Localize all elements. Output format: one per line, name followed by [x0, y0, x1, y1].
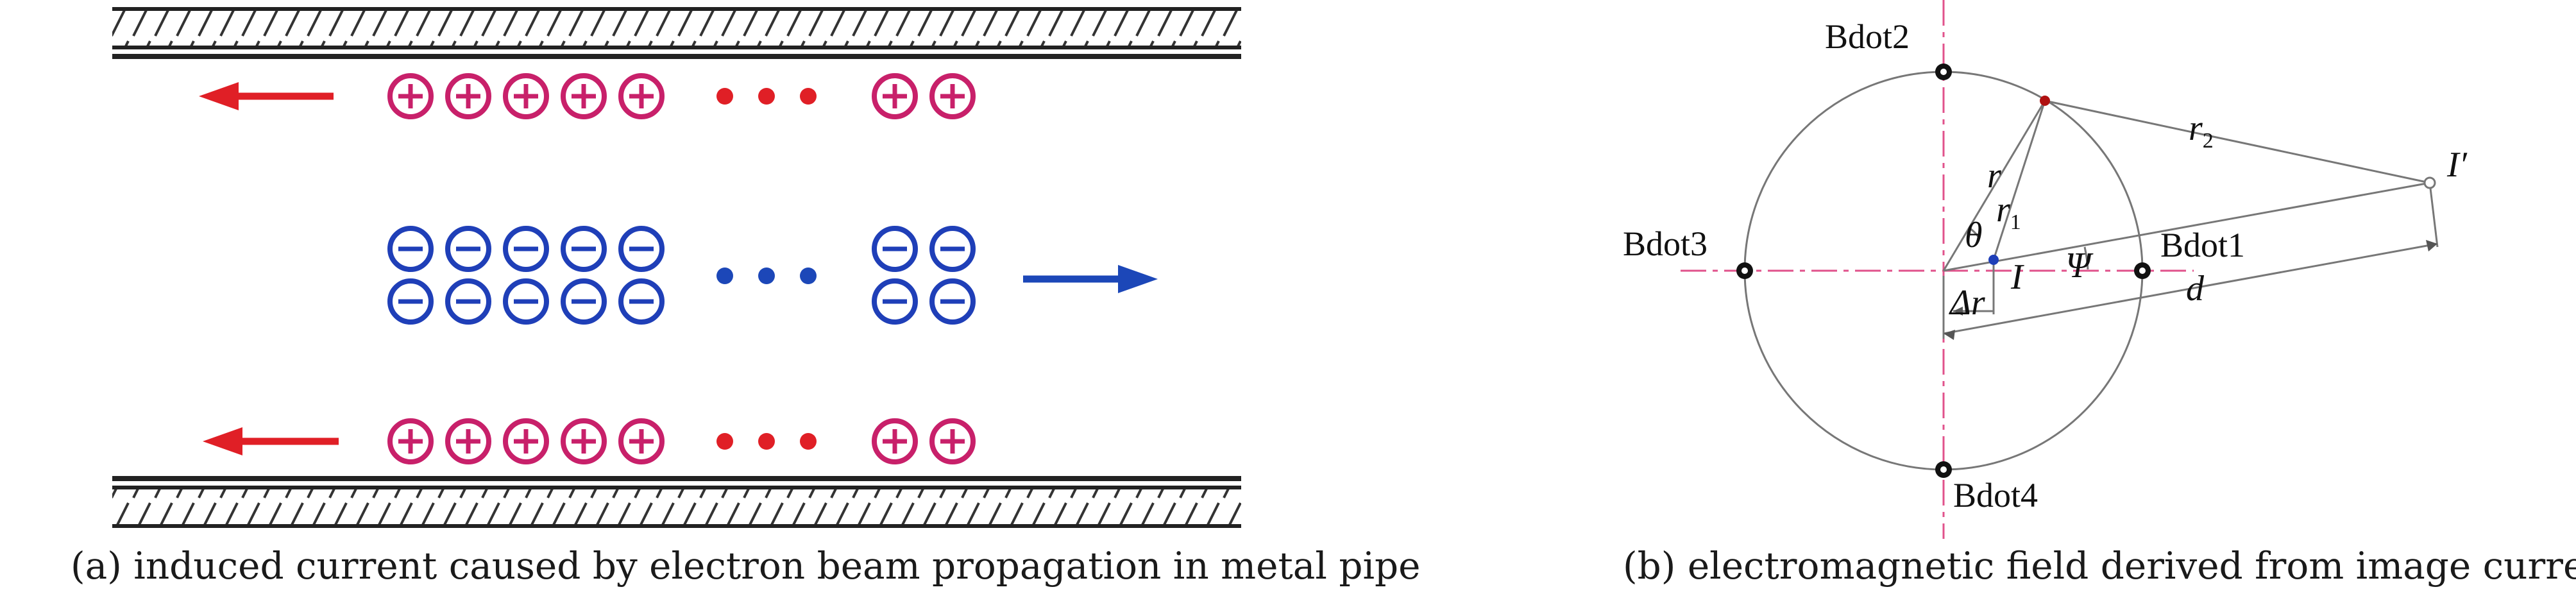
- negative-charge: [387, 226, 434, 272]
- negative-charge: [618, 226, 665, 272]
- negative-charge: [445, 278, 491, 325]
- negative-charge: [872, 278, 918, 325]
- bdot2-label: Bdot2: [1825, 17, 1910, 56]
- positive-charge: [561, 418, 607, 464]
- ellipsis-dot-bottom-2: [758, 433, 775, 450]
- panel-a: [112, 7, 1241, 528]
- positive-charge: [929, 73, 976, 119]
- positive-charge: [445, 418, 491, 464]
- symbol-d: d: [2186, 269, 2205, 309]
- bdot-sensor-4: [1935, 461, 1952, 478]
- bdot3-label: Bdot3: [1623, 225, 1707, 263]
- negative-charge: [618, 278, 665, 325]
- ellipsis-dot-top-1: [716, 88, 733, 105]
- positive-charge: [618, 73, 665, 119]
- negative-charge: [561, 226, 607, 272]
- positive-charge: [561, 73, 607, 119]
- caption-panel-b: (b) electromagnetic field derived from i…: [1623, 544, 2576, 588]
- beam-current-point: [1988, 255, 1999, 265]
- induced-current-arrow-bottom: [203, 427, 339, 455]
- negative-charge: [929, 278, 976, 325]
- negative-charge: [445, 226, 491, 272]
- positive-charge: [387, 418, 434, 464]
- symbol-delta-r: Δr: [1949, 283, 1985, 323]
- positive-charge: [503, 73, 549, 119]
- ellipsis-dot-middle-1: [716, 268, 733, 284]
- symbol-r: r: [1987, 156, 2001, 196]
- induced-current-arrow-top: [199, 82, 334, 110]
- positive-charge: [445, 73, 491, 119]
- caption-panel-a: (a) induced current caused by electron b…: [71, 544, 1421, 588]
- bdot-sensor-3: [1736, 262, 1753, 279]
- bottom-pipe-wall: [112, 476, 1241, 528]
- negative-charge: [503, 278, 549, 325]
- top-pipe-wall: [112, 7, 1241, 59]
- positive-charge: [387, 73, 434, 119]
- ellipsis-dot-middle-3: [800, 268, 817, 284]
- symbol-I-prime: I′: [2446, 145, 2468, 185]
- ellipsis-dot-bottom-3: [800, 433, 817, 450]
- ellipsis-dot-bottom-1: [716, 433, 733, 450]
- negative-charge: [561, 278, 607, 325]
- bdot-sensor-1: [2134, 262, 2151, 279]
- positive-charge: [503, 418, 549, 464]
- ellipsis-dot-top-3: [800, 88, 817, 105]
- negative-charge: [387, 278, 434, 325]
- symbol-I: I: [2010, 257, 2024, 297]
- bdot-sensor-2: [1935, 64, 1952, 80]
- positive-charge: [872, 418, 918, 464]
- negative-charge: [929, 226, 976, 272]
- positive-charge: [929, 418, 976, 464]
- negative-charge: [872, 226, 918, 272]
- symbol-theta: θ: [1965, 216, 1983, 255]
- panel-b: Bdot2 Bdot3 Bdot1 Bdot4 r r1 r2 θ Ψ I I′…: [1623, 0, 2468, 539]
- electron-beam-arrow: [1023, 265, 1158, 293]
- field-point: [2040, 96, 2050, 106]
- positive-charge: [618, 418, 665, 464]
- bdot1-label: Bdot1: [2160, 226, 2245, 264]
- ellipsis-dot-top-2: [758, 88, 775, 105]
- symbol-r2: r2: [2189, 108, 2214, 153]
- symbol-psi: Ψ: [2065, 246, 2094, 285]
- bdot4-label: Bdot4: [1953, 476, 2038, 514]
- image-current-point: [2423, 176, 2436, 189]
- symbol-r1: r1: [1996, 190, 2021, 234]
- charge-groups: [387, 73, 976, 464]
- negative-charge: [503, 226, 549, 272]
- ellipsis-dot-middle-2: [758, 268, 775, 284]
- positive-charge: [872, 73, 918, 119]
- geometry-lines: [1942, 99, 2439, 339]
